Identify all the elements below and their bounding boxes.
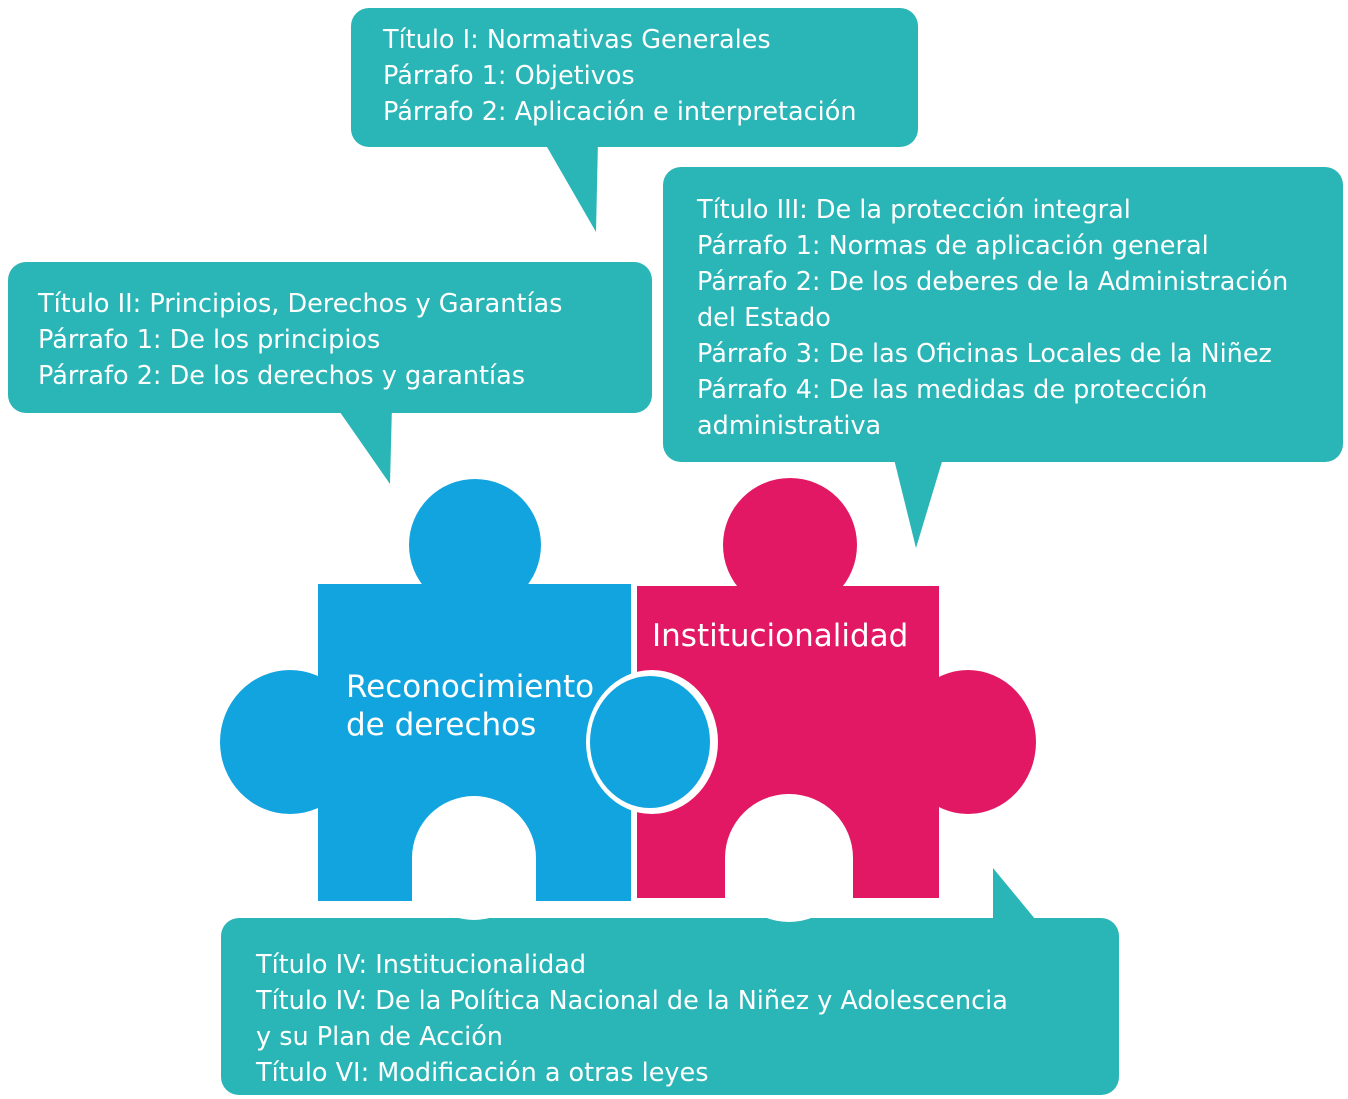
puzzle-piece-left-top-knob	[409, 479, 541, 611]
bubble-titulo-2-line: Párrafo 1: De los principios	[38, 325, 381, 355]
puzzle-piece-left-bottom-notch-gap	[412, 858, 536, 903]
puzzle-piece-right-top-knob	[723, 478, 857, 612]
puzzle-piece-left-side-knob	[220, 670, 360, 814]
bubble-titulo-4	[221, 868, 1119, 1095]
puzzle-piece-left	[220, 479, 718, 920]
puzzle-piece-left-label-line: Reconocimiento	[346, 669, 595, 705]
bubble-titulo-1-body	[351, 8, 918, 147]
bubble-titulo-1-line: Título I: Normativas Generales	[383, 25, 771, 55]
bubble-titulo-2-line: Párrafo 2: De los derechos y garantías	[38, 361, 526, 391]
bubble-titulo-3-line: Título III: De la protección integral	[697, 195, 1131, 225]
bubble-titulo-3-line: Párrafo 4: De las medidas de protección	[697, 375, 1208, 405]
bubble-titulo-4-body	[221, 918, 1119, 1095]
bubble-titulo-3-body	[663, 167, 1343, 462]
bubble-titulo-3	[663, 167, 1343, 548]
bubble-titulo-3-line: del Estado	[697, 303, 831, 333]
bubble-titulo-3-tail	[893, 455, 944, 548]
puzzle-piece-left-label: Reconocimiento de derechos	[346, 668, 594, 744]
bubble-titulo-2	[8, 262, 652, 484]
bubble-titulo-3-line: Párrafo 3: De las Oficinas Locales de la…	[697, 339, 1272, 369]
bubble-titulo-4-line: y su Plan de Acción	[256, 1022, 503, 1052]
puzzle-piece-left-right-knob	[590, 676, 710, 808]
bubble-titulo-1-line: Párrafo 2: Aplicación e interpretación	[383, 97, 857, 127]
puzzle-piece-right-label: Institucionalidad	[652, 618, 909, 654]
puzzle-piece-right-side-knob	[900, 670, 1036, 814]
bubble-titulo-2-body	[8, 262, 652, 413]
bubble-titulo-1-line: Párrafo 1: Objetivos	[383, 61, 635, 91]
bubble-titulo-2-text: Título II: Principios, Derechos y Garant…	[38, 286, 562, 394]
bubble-titulo-1-tail	[543, 140, 598, 232]
bubble-titulo-3-line: administrativa	[697, 411, 882, 441]
bubble-titulo-4-line: Título IV: Institucionalidad	[256, 950, 587, 980]
puzzle-piece-left-label-line: de derechos	[346, 707, 537, 743]
bubble-titulo-3-line: Párrafo 2: De los deberes de la Administ…	[697, 267, 1289, 297]
puzzle-piece-right	[637, 478, 1036, 922]
bubble-titulo-4-text: Título IV: Institucionalidad Título IV: …	[256, 947, 1008, 1091]
bubble-titulo-4-line: Título IV: De la Política Nacional de la…	[256, 986, 1008, 1016]
bubble-titulo-2-line: Título II: Principios, Derechos y Garant…	[38, 289, 563, 319]
bubble-titulo-1	[351, 8, 918, 232]
bubble-titulo-2-tail	[335, 405, 392, 484]
bubble-titulo-3-text: Título III: De la protección integral Pá…	[697, 192, 1288, 444]
bubble-titulo-4-line: Título VI: Modificación a otras leyes	[256, 1058, 709, 1088]
bubble-titulo-1-text: Título I: Normativas Generales Párrafo 1…	[383, 22, 857, 130]
bubble-titulo-3-line: Párrafo 1: Normas de aplicación general	[697, 231, 1209, 261]
bubble-titulo-4-tail	[993, 868, 1040, 925]
puzzle-piece-right-bottom-notch-gap	[725, 858, 853, 900]
